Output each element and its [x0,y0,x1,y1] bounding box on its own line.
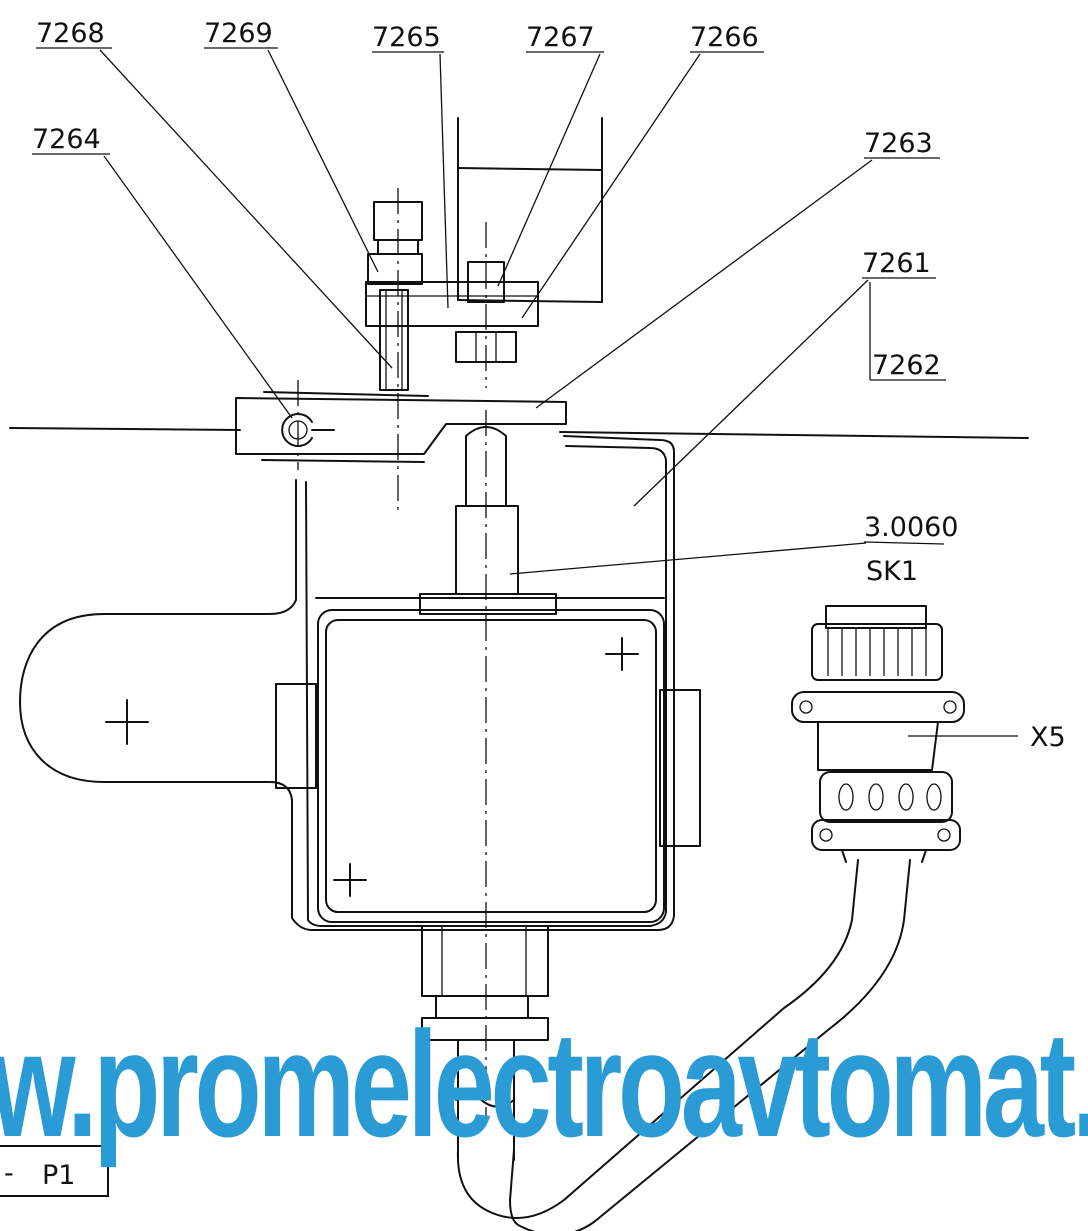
label-3-0060: 3.0060 [864,512,958,543]
clamp-bracket [235,380,567,470]
lever-arm [365,281,539,327]
label-7269: 7269 [204,18,273,49]
reference-lines [9,427,1029,439]
watermark: w.promelectroavtomat. [0,1000,1088,1168]
label-7262: 7262 [872,350,941,381]
leader-lines [32,47,1018,737]
label-7266: 7266 [690,22,759,53]
connector-x5 [791,605,965,863]
label-sk1: SK1 [866,556,918,587]
output-shaft [421,925,549,1161]
cross-marks [105,637,639,897]
adjusting-screw [367,188,423,510]
p1-frame [0,1145,109,1197]
label-7264: 7264 [32,124,101,155]
label-x5: X5 [1030,722,1066,753]
cap-screw [455,222,517,388]
label-7263: 7263 [864,128,933,159]
switch-plunger [419,410,557,1120]
connector-ribs [827,628,927,676]
label-7261: 7261 [862,248,931,279]
cable [456,859,911,1231]
label-7265: 7265 [372,22,441,53]
label-p1: P1 [42,1160,75,1191]
label-7267: 7267 [526,22,595,53]
label-p1-prefix: - [4,1158,14,1189]
relay-housing [19,435,701,931]
upper-bracket [457,117,603,303]
label-7268: 7268 [36,18,105,49]
